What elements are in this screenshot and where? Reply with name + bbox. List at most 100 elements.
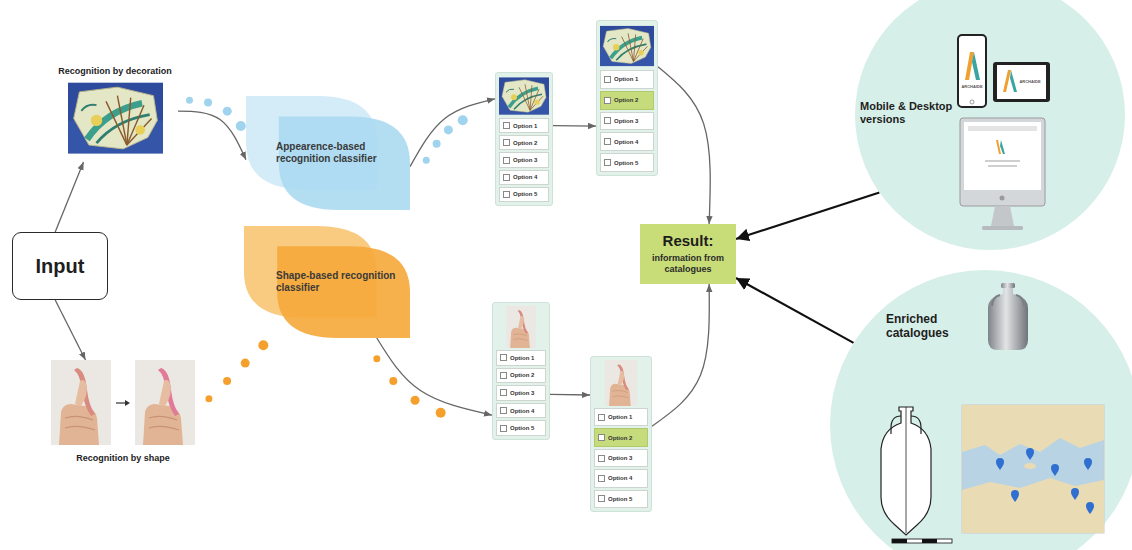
flow-dot bbox=[258, 340, 268, 350]
circle-illustration bbox=[881, 283, 1104, 543]
checkbox bbox=[604, 159, 611, 166]
connector-line bbox=[652, 284, 709, 426]
option-row: Option 1 bbox=[600, 70, 654, 89]
option-row: Option 3 bbox=[600, 112, 654, 131]
option-label: Option 3 bbox=[608, 455, 632, 461]
checkbox bbox=[604, 138, 611, 145]
checkbox bbox=[500, 372, 507, 379]
thumbnail bbox=[506, 306, 536, 348]
thumbnail bbox=[600, 26, 654, 67]
flow-arrow bbox=[652, 284, 709, 426]
options-panel: Option 1 Option 2 Option 3 Option 4 Option 5 bbox=[596, 20, 658, 176]
option-label: Option 2 bbox=[608, 435, 632, 441]
connector-line bbox=[377, 338, 492, 415]
checkbox bbox=[503, 174, 510, 181]
checkbox bbox=[604, 117, 611, 124]
options-panel: Option 1Option 2Option 3Option 4Option 5 bbox=[495, 72, 553, 206]
connector-line bbox=[410, 99, 495, 167]
classifier-label: Appearence-based recognition classifier bbox=[276, 141, 402, 166]
classifier-leaf: Appearence-based recognition classifier bbox=[246, 96, 410, 210]
option-label: Option 5 bbox=[513, 191, 537, 197]
circle-illustration bbox=[958, 35, 1050, 230]
flow-dot bbox=[205, 395, 212, 402]
flow-arrow bbox=[736, 192, 879, 239]
thumbnail bbox=[499, 77, 549, 115]
connector-line bbox=[550, 394, 590, 396]
checkbox bbox=[500, 407, 507, 414]
flow-arrow bbox=[55, 300, 85, 360]
flow-dot bbox=[411, 396, 420, 405]
flow-arrow bbox=[658, 67, 710, 224]
option-label: Option 1 bbox=[513, 123, 537, 129]
flow-dot bbox=[204, 99, 212, 107]
thumbnail bbox=[499, 76, 549, 116]
option-row: Option 5 bbox=[600, 153, 654, 172]
flow-dot bbox=[223, 107, 232, 116]
option-row: Option 3 bbox=[594, 449, 648, 467]
option-row: Option 1 bbox=[499, 118, 549, 133]
photo bbox=[51, 360, 195, 445]
option-row: Option 2 bbox=[499, 135, 549, 150]
option-row: Option 4 bbox=[600, 132, 654, 151]
option-row: Option 3 bbox=[499, 152, 549, 167]
checkbox bbox=[604, 76, 611, 83]
thumbnail bbox=[496, 306, 546, 348]
options-panel: Option 1 Option 2 Option 3 Option 4 Option 5 bbox=[590, 356, 652, 512]
option-row: Option 4 bbox=[496, 403, 546, 419]
checkbox bbox=[598, 475, 605, 482]
checkbox bbox=[598, 455, 605, 462]
thumbnail bbox=[594, 360, 648, 406]
circle-illustration bbox=[830, 270, 1132, 550]
option-label: Option 4 bbox=[614, 139, 638, 145]
option-row: Option 5 bbox=[594, 490, 648, 508]
photo-card: Recognition by shape bbox=[48, 360, 198, 478]
input-box: Input bbox=[12, 232, 108, 300]
connector-line bbox=[658, 67, 710, 224]
source-circle: Mobile & Desktop versions bbox=[855, 0, 1125, 250]
source-label: Enriched catalogues bbox=[886, 312, 966, 341]
checkbox bbox=[503, 191, 510, 198]
flow-dot bbox=[223, 377, 231, 385]
option-label: Option 5 bbox=[510, 425, 534, 431]
option-label: Option 4 bbox=[608, 475, 632, 481]
option-label: Option 5 bbox=[614, 160, 638, 166]
option-label: Option 1 bbox=[608, 414, 632, 420]
flow-arrow bbox=[736, 278, 854, 343]
classifier-leaf: Shape-based recognition classifier bbox=[244, 226, 410, 338]
option-label: Option 2 bbox=[614, 97, 638, 103]
connector-line bbox=[178, 111, 246, 160]
flow-dot bbox=[423, 157, 430, 164]
photo bbox=[68, 82, 163, 154]
option-row: Option 2 bbox=[600, 91, 654, 110]
option-label: Option 1 bbox=[510, 355, 534, 361]
photo-caption: Recognition by shape bbox=[76, 453, 170, 464]
flow-arrow bbox=[410, 99, 495, 167]
option-row: Option 1 bbox=[496, 350, 546, 366]
option-label: Option 1 bbox=[614, 76, 638, 82]
option-label: Option 4 bbox=[510, 408, 534, 414]
connector-line bbox=[736, 192, 879, 239]
checkbox bbox=[598, 414, 605, 421]
photo bbox=[51, 360, 196, 448]
flow-arrow bbox=[178, 97, 246, 160]
options-panel: Option 1 Option 2 Option 3 Option 4 Option 5 bbox=[492, 302, 550, 440]
checkbox bbox=[503, 139, 510, 146]
option-label: Option 2 bbox=[513, 140, 537, 146]
flow-dot bbox=[433, 140, 441, 148]
option-label: Option 3 bbox=[510, 390, 534, 396]
photo-caption: Recognition by decoration bbox=[58, 66, 172, 77]
flow-arrow bbox=[553, 125, 596, 126]
flow-arrow bbox=[550, 394, 590, 396]
checkbox bbox=[503, 122, 510, 129]
result-heading: Result: bbox=[663, 233, 714, 250]
connector-line bbox=[55, 162, 83, 232]
leaf-shape bbox=[244, 226, 410, 338]
checkbox bbox=[598, 434, 605, 441]
option-row: Option 5 bbox=[496, 420, 546, 436]
option-row: Option 1 bbox=[594, 408, 648, 426]
flow-dot bbox=[458, 115, 468, 125]
option-row: Option 2 bbox=[496, 368, 546, 384]
flow-dot bbox=[444, 125, 453, 134]
option-label: Option 5 bbox=[608, 496, 632, 502]
